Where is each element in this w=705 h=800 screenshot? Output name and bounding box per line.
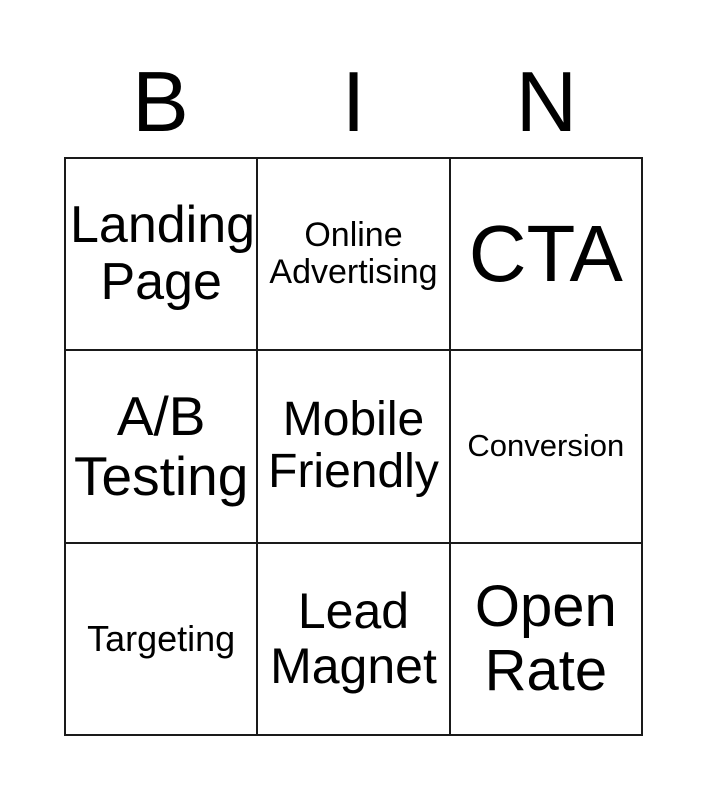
bingo-cell-landing-page[interactable]: Landing Page xyxy=(66,159,259,352)
bingo-header-row: B I N xyxy=(64,52,643,152)
bingo-cell-label: CTA xyxy=(468,209,623,299)
bingo-cell-label: Targeting xyxy=(87,618,236,660)
bingo-cell-label: A/B Testing xyxy=(74,384,249,508)
bingo-cell-label: Open Rate xyxy=(474,574,617,703)
bingo-cell-targeting[interactable]: Targeting xyxy=(66,543,259,736)
bingo-header-letter-i: I xyxy=(341,54,366,150)
bingo-header-letter-b: B xyxy=(132,54,189,150)
bingo-cell-label: Online Advertising xyxy=(269,215,438,292)
bingo-cell-lead-magnet[interactable]: Lead Magnet xyxy=(258,543,451,736)
bingo-cell-mobile-friendly[interactable]: Mobile Friendly xyxy=(258,351,451,544)
bingo-cell-label: Mobile Friendly xyxy=(268,392,439,499)
bingo-cell-cta[interactable]: CTA xyxy=(450,159,643,352)
bingo-cell-label: Lead Magnet xyxy=(270,582,437,694)
bingo-cell-label: Landing Page xyxy=(70,195,256,312)
bingo-cell-online-advertising[interactable]: Online Advertising xyxy=(258,159,451,352)
bingo-cell-ab-testing[interactable]: A/B Testing xyxy=(66,351,259,544)
bingo-cell-label: Conversion xyxy=(467,428,625,464)
bingo-cell-open-rate[interactable]: Open Rate xyxy=(450,543,643,736)
bingo-grid: Landing Page Online Advertising CTA A/B … xyxy=(64,157,643,736)
bingo-header-letter-n: N xyxy=(515,54,578,150)
bingo-cell-conversion[interactable]: Conversion xyxy=(450,351,643,544)
